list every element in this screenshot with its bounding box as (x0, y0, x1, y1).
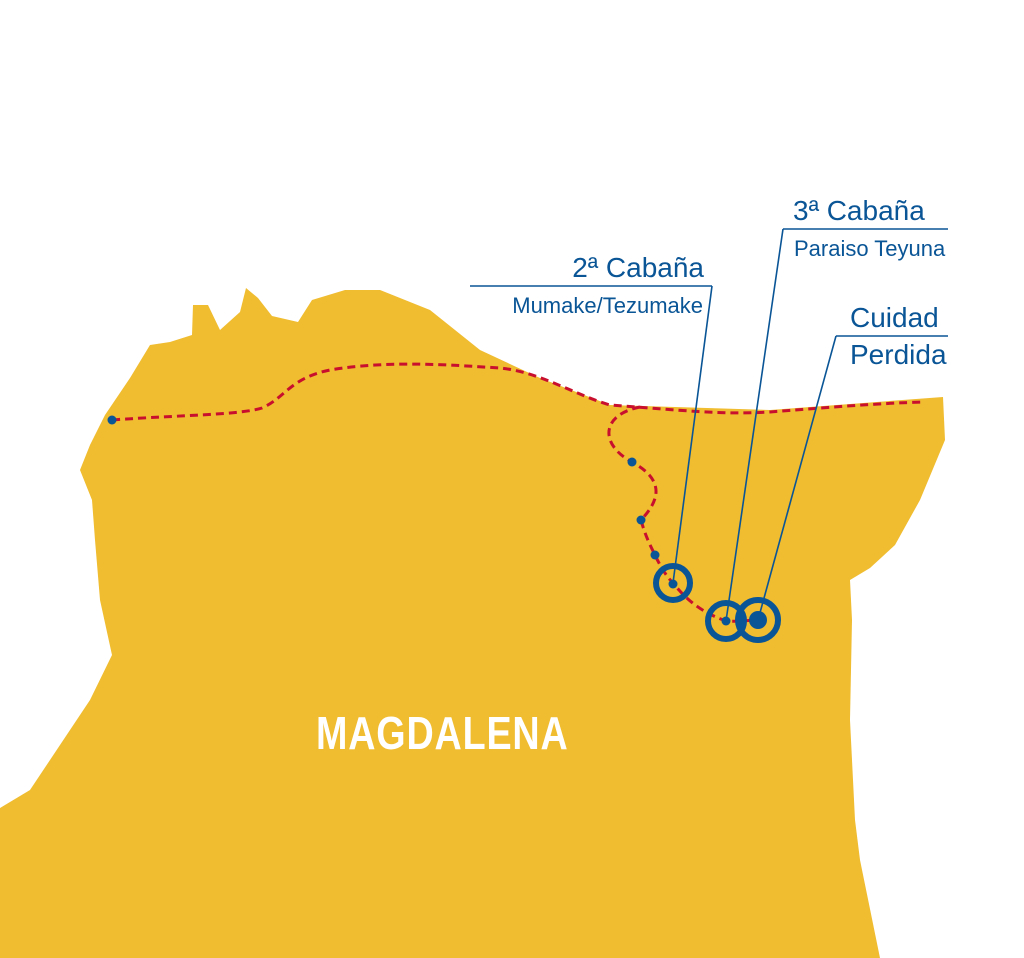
stop-title-ciudad-perdida: Cuidad (850, 302, 939, 333)
stop-title-2a-cabana: 2ª Cabaña (572, 252, 704, 283)
leader-lines (470, 228, 948, 622)
stop-subtitle-ciudad-perdida: Perdida (850, 339, 947, 370)
trail-main (111, 362, 926, 422)
stop-subtitle-2a-cabana: Mumake/Tezumake (512, 293, 703, 318)
trail-start-dot (107, 415, 117, 425)
magdalena-land (0, 288, 945, 958)
stop-title-3a-cabana: 3ª Cabaña (793, 195, 925, 226)
marker-2a-cabana[interactable] (653, 563, 693, 603)
region-label: MAGDALENA (316, 707, 569, 759)
waypoint-dot (627, 457, 637, 467)
stop-subtitle-3a-cabana: Paraiso Teyuna (794, 236, 946, 261)
waypoint-dot (650, 550, 660, 560)
waypoint-dot (636, 515, 646, 525)
